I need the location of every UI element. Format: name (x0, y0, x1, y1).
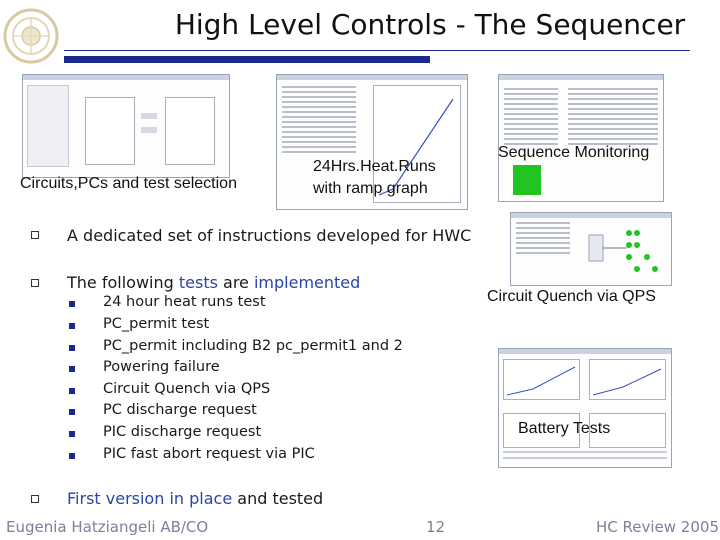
bullet-square (31, 231, 39, 239)
sequence-monitoring-screenshot (498, 74, 664, 202)
footer-event: HC Review 2005 (596, 518, 719, 536)
bullet-text-tests: The following tests are implemented (67, 273, 361, 292)
circuit-quench-screenshot (510, 212, 672, 286)
sub-item-text: Circuit Quench via QPS (103, 381, 271, 397)
bullet-text-first-version: First version in place and tested (67, 489, 324, 508)
seal-icon (3, 8, 59, 64)
title-accent-bar (64, 56, 430, 63)
ramp-graph-icon (373, 85, 461, 203)
sub-item-text: PC_permit including B2 pc_permit1 and 2 (103, 338, 403, 354)
sub-item-text: PC discharge request (103, 402, 257, 418)
bullet-square (31, 495, 39, 503)
caption-sequence-monitoring: Sequence Monitoring (498, 144, 650, 161)
circuit-selection-screenshot (22, 74, 230, 178)
sub-bullet-square (69, 409, 75, 415)
caption-heatruns-line2: with ramp graph (313, 180, 428, 197)
sub-bullet-square (69, 388, 75, 394)
battery-graphs-icon (503, 359, 667, 459)
sub-item-text: PIC discharge request (103, 424, 262, 440)
sub-bullet-square (69, 345, 75, 351)
footer-page-number: 12 (426, 518, 446, 536)
title-divider (64, 50, 690, 51)
logo (2, 2, 60, 74)
sub-item-text: PIC fast abort request via PIC (103, 446, 315, 462)
sub-item-text: Powering failure (103, 359, 220, 375)
caption-battery-tests: Battery Tests (518, 420, 611, 437)
caption-heatruns-line1: 24Hrs.Heat.Runs (313, 158, 436, 175)
sub-bullet-square (69, 301, 75, 307)
sub-bullet-square (69, 323, 75, 329)
sub-bullet-square (69, 431, 75, 437)
caption-circuits-selection: Circuits,PCs and test selection (20, 175, 237, 192)
sub-bullet-square (69, 366, 75, 372)
sub-item-text: PC_permit test (103, 316, 210, 332)
sub-item-text: 24 hour heat runs test (103, 294, 266, 310)
sub-bullet-square (69, 453, 75, 459)
status-green-block (513, 165, 541, 195)
caption-circuit-quench: Circuit Quench via QPS (487, 288, 656, 305)
bullet-square (31, 279, 39, 287)
slide-title: High Level Controls - The Sequencer (174, 8, 686, 41)
bullet-text-dedicated: A dedicated set of instructions develope… (67, 226, 472, 245)
quench-diagram-icon (588, 230, 658, 272)
heat-runs-screenshot (276, 74, 468, 210)
battery-tests-screenshot (498, 348, 672, 468)
footer-author: Eugenia Hatziangeli AB/CO (6, 518, 209, 536)
